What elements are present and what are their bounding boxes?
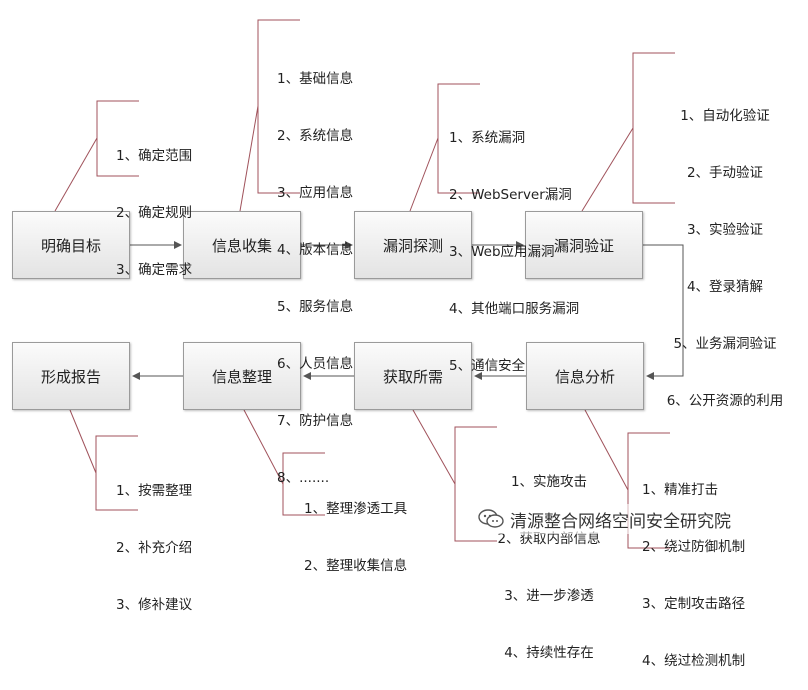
watermark-text: 清源整合网络空间安全研究院 bbox=[510, 511, 731, 532]
note-report: 1、按需整理 2、补充介绍 3、修补建议 bbox=[116, 444, 192, 634]
note-line: 3、定制攻击路径 bbox=[642, 596, 746, 612]
step-analyze: 信息分析 bbox=[526, 342, 644, 410]
note-verify: 1、自动化验证 2、手动验证 3、实验验证 4、登录猜解 5、业务漏洞验证 6、… bbox=[645, 69, 805, 430]
note-line: 5、服务信息 bbox=[277, 299, 354, 315]
note-line: 2、WebServer漏洞 bbox=[449, 187, 572, 203]
note-line: 1、确定范围 bbox=[116, 148, 193, 164]
note-line: 3、应用信息 bbox=[277, 185, 354, 201]
step-report: 形成报告 bbox=[12, 342, 130, 410]
step-label: 漏洞探测 bbox=[382, 236, 443, 255]
note-line: 2、确定规则 bbox=[116, 205, 193, 221]
note-line: 1、自动化验证 bbox=[680, 108, 770, 124]
note-line: 1、整理渗透工具 bbox=[304, 501, 408, 517]
note-line: 2、系统信息 bbox=[277, 128, 354, 144]
note-goal: 1、确定范围 2、确定规则 3、确定需求 bbox=[116, 109, 192, 299]
note-line: 1、系统漏洞 bbox=[449, 130, 526, 146]
note-info: 1、基础信息 2、系统信息 3、应用信息 4、版本信息 5、服务信息 6、人员信… bbox=[277, 32, 353, 507]
note-line: 7、防护信息 bbox=[277, 413, 354, 429]
leader-obtain bbox=[412, 409, 456, 485]
note-line: 6、公开资源的利用 bbox=[666, 393, 784, 409]
leader-goal bbox=[54, 137, 98, 212]
step-detect: 漏洞探测 bbox=[354, 211, 472, 279]
note-line: 6、人员信息 bbox=[277, 356, 354, 372]
note-line: 4、绕过检测机制 bbox=[642, 653, 746, 669]
step-label: 获取所需 bbox=[382, 367, 443, 386]
step-label: 明确目标 bbox=[40, 236, 101, 255]
note-line: 3、进一步渗透 bbox=[504, 588, 594, 604]
note-line: 5、业务漏洞验证 bbox=[673, 336, 777, 352]
step-organize: 信息整理 bbox=[183, 342, 301, 410]
note-analyze: 1、精准打击 2、绕过防御机制 3、定制攻击路径 4、绕过检测机制 bbox=[642, 443, 745, 690]
watermark: 清源整合网络空间安全研究院 bbox=[478, 504, 731, 534]
wechat-icon bbox=[478, 508, 504, 530]
step-label: 信息整理 bbox=[211, 367, 272, 386]
note-line: 1、基础信息 bbox=[277, 71, 354, 87]
note-line: 5、通信安全 bbox=[449, 358, 526, 374]
note-line: 2、绕过防御机制 bbox=[642, 539, 746, 555]
step-verify: 漏洞验证 bbox=[525, 211, 643, 279]
connector-layer bbox=[54, 19, 684, 549]
note-line: 3、Web应用漏洞 bbox=[449, 244, 555, 260]
step-label: 形成报告 bbox=[40, 367, 101, 386]
note-organize: 1、整理渗透工具 2、整理收集信息 bbox=[304, 462, 407, 595]
note-detect: 1、系统漏洞 2、WebServer漏洞 3、Web应用漏洞 4、其他端口服务漏… bbox=[449, 91, 579, 395]
note-line: 3、实验验证 bbox=[686, 222, 764, 238]
note-line: 1、按需整理 bbox=[116, 483, 193, 499]
note-line: 4、版本信息 bbox=[277, 242, 354, 258]
note-line: 3、确定需求 bbox=[116, 262, 193, 278]
note-line: 2、整理收集信息 bbox=[304, 558, 408, 574]
note-line: 4、其他端口服务漏洞 bbox=[449, 301, 580, 317]
note-line: 4、持续性存在 bbox=[504, 645, 594, 661]
note-line: 2、获取内部信息 bbox=[497, 531, 601, 547]
step-label: 漏洞验证 bbox=[553, 236, 614, 255]
note-line: 3、修补建议 bbox=[116, 597, 193, 613]
leader-report bbox=[69, 409, 97, 474]
note-line: 1、实施攻击 bbox=[510, 474, 588, 490]
leader-verify bbox=[581, 127, 634, 212]
leader-analyze bbox=[584, 409, 629, 491]
note-line: 4、登录猜解 bbox=[686, 279, 764, 295]
step-goal: 明确目标 bbox=[12, 211, 130, 279]
step-label: 信息分析 bbox=[554, 367, 615, 386]
leader-organize bbox=[243, 409, 284, 485]
leader-info bbox=[239, 105, 259, 212]
callout-analyze bbox=[627, 432, 670, 549]
leader-detect bbox=[409, 137, 439, 212]
note-line: 1、精准打击 bbox=[642, 482, 719, 498]
step-info: 信息收集 bbox=[183, 211, 301, 279]
arrow-verify-to-analyze bbox=[643, 244, 684, 380]
step-obtain: 获取所需 bbox=[354, 342, 472, 410]
note-line: 8、....... bbox=[277, 470, 330, 486]
note-line: 2、手动验证 bbox=[686, 165, 764, 181]
note-line: 2、补充介绍 bbox=[116, 540, 193, 556]
note-obtain: 1、实施攻击 2、获取内部信息 3、进一步渗透 4、持续性存在 bbox=[474, 435, 624, 682]
step-label: 信息收集 bbox=[211, 236, 272, 255]
